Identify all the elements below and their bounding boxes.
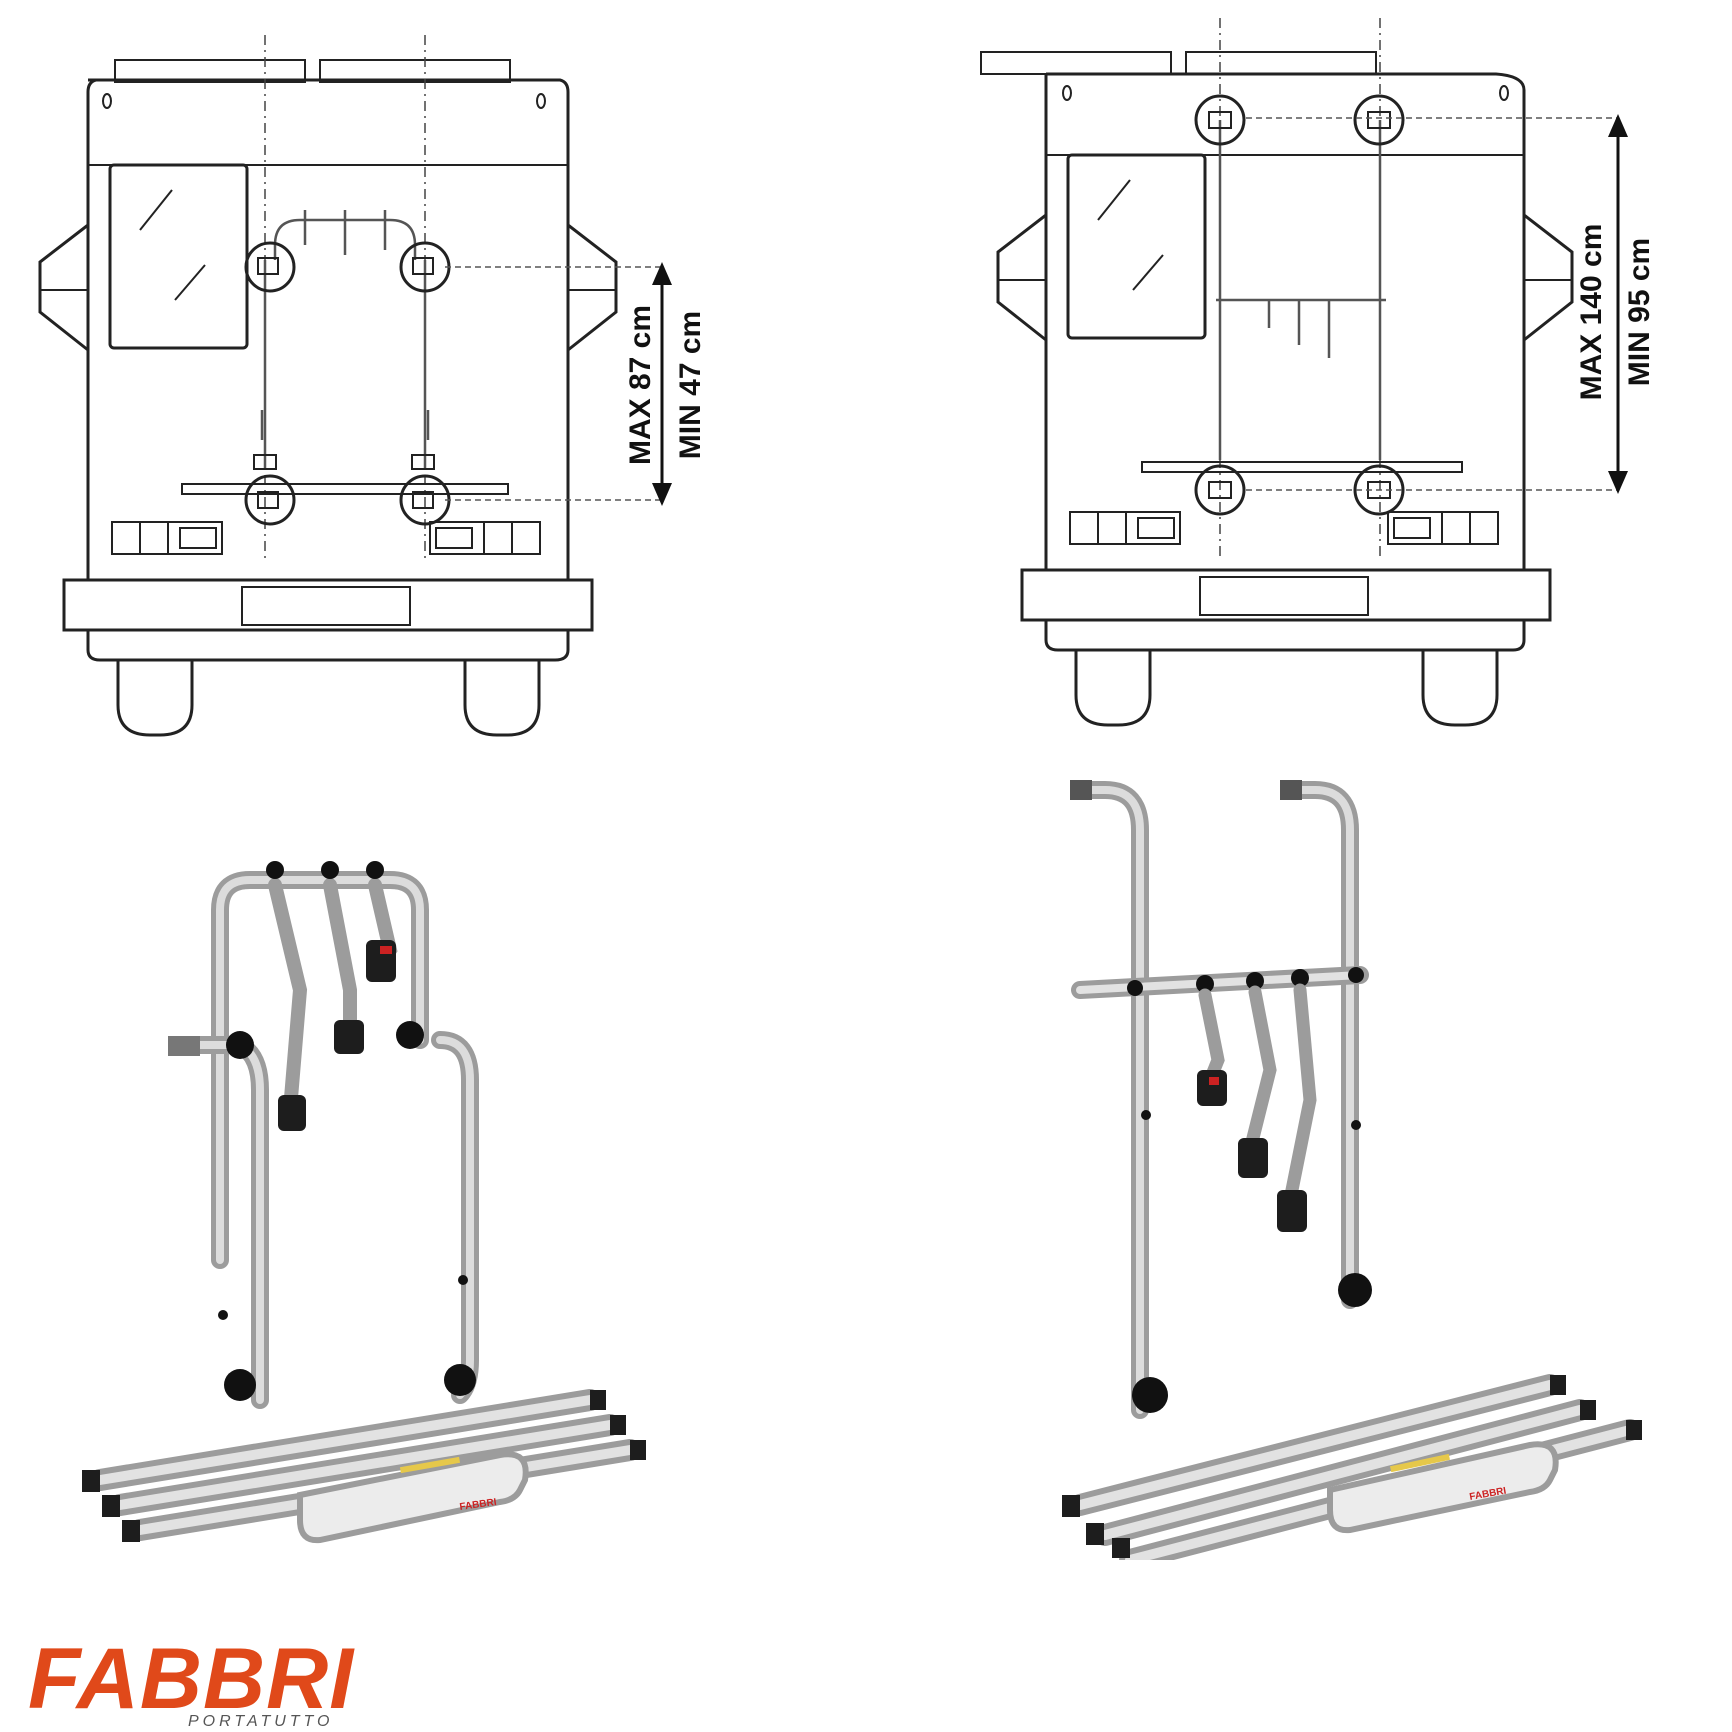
logo-tagline: PORTATUTTO <box>188 1713 333 1730</box>
right-min-label: MIN 95 cm <box>1623 238 1656 386</box>
left-product-brand-mark: FABBRI <box>459 1497 498 1513</box>
right-bike-rack-product: FABBRI <box>1060 770 1700 1560</box>
fabbri-logo: FABBRI PORTATUTTO <box>28 1640 358 1730</box>
left-max-label: MAX 87 cm <box>624 305 657 465</box>
left-bike-rack-product: FABBRI <box>60 840 720 1560</box>
right-camper-diagram: MAX 140 cm MIN 95 cm <box>866 0 1732 760</box>
right-max-label: MAX 140 cm <box>1575 224 1608 401</box>
left-camper-diagram: MAX 87 cm MIN 47 cm <box>0 0 866 760</box>
logo-brand-text: FABBRI <box>28 1640 355 1727</box>
left-min-label: MIN 47 cm <box>674 311 707 459</box>
